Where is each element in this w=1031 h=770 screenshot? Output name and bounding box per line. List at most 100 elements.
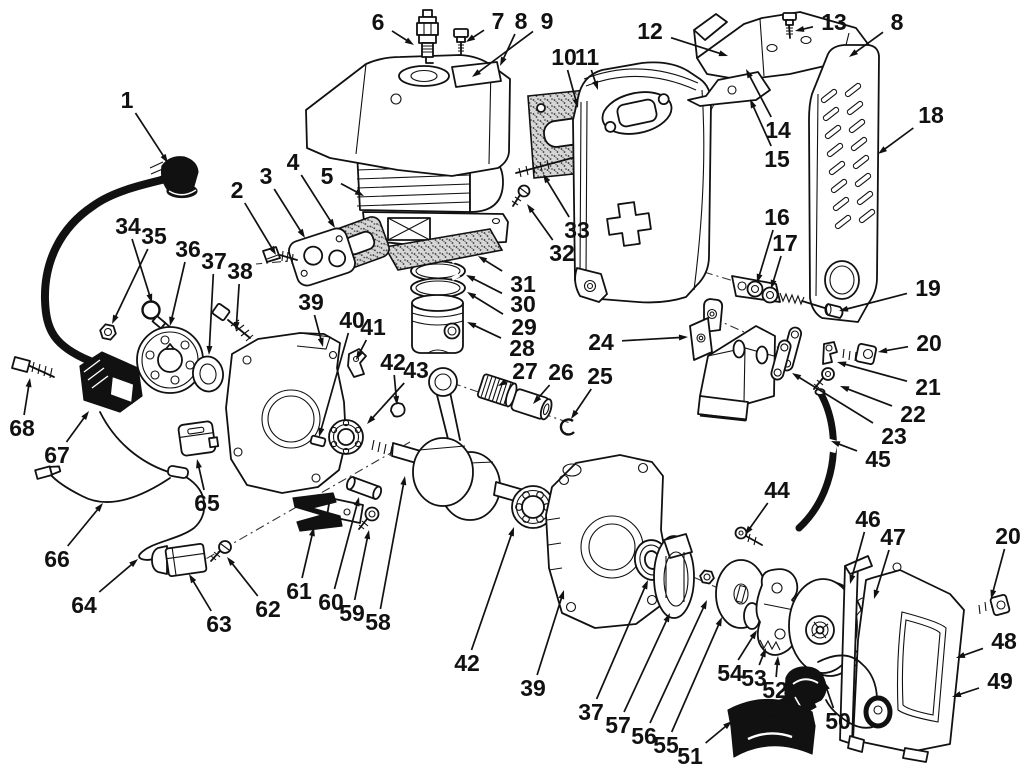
callout-arrowhead [196, 459, 202, 469]
callout-49: 49 [952, 668, 1013, 697]
callout-arrowhead [129, 559, 138, 568]
callout-42: 42 [454, 527, 514, 676]
parts-artwork [11, 9, 1011, 763]
callout-28: 28 [467, 322, 535, 361]
callout-leader-line [470, 532, 513, 651]
callout-64: 64 [71, 559, 138, 618]
callout-leader-line [595, 585, 647, 700]
callout-60: 60 [318, 497, 360, 615]
callout-arrowhead [840, 386, 850, 393]
callout-arrowhead [189, 574, 197, 584]
callout-arrowhead [297, 228, 305, 238]
callout-number: 11 [575, 44, 600, 70]
callout-leader-line [370, 382, 405, 421]
fuel-line [795, 388, 839, 532]
callout-arrowhead [873, 589, 880, 599]
callout-arrowhead [94, 503, 103, 512]
exhaust-flange [601, 91, 673, 135]
callout-number: 31 [510, 271, 536, 297]
callout-arrowhead [160, 153, 168, 163]
callout-67: 67 [44, 411, 89, 468]
callout-arrowhead [227, 557, 235, 566]
callout-leader-line [134, 112, 166, 159]
muffler [572, 61, 712, 304]
callout-arrowhead [478, 256, 488, 264]
spring-bolt [779, 292, 844, 319]
fuel-line-clip [822, 341, 838, 365]
callout-number: 19 [915, 275, 941, 301]
piston [411, 294, 464, 354]
callout-leader-line [472, 323, 502, 339]
callout-leader-line [747, 502, 769, 531]
callout-number: 53 [741, 665, 767, 691]
callout-arrowhead [400, 476, 407, 486]
callout-number: 21 [915, 374, 941, 400]
callout-leader-line [882, 127, 914, 152]
callout-leader-line [853, 31, 884, 55]
callout-arrowhead [169, 316, 175, 326]
callout-number: 41 [360, 314, 386, 340]
callout-arrowhead [364, 530, 371, 540]
intake-manifold [288, 227, 356, 287]
callout-number: 39 [298, 289, 324, 315]
callout-arrowhead [663, 613, 670, 623]
callout-number: 44 [764, 477, 790, 503]
callout-leader-line [796, 375, 874, 424]
wire-clamp [141, 300, 171, 330]
callout-leader-line [230, 561, 259, 597]
engine-mount [689, 298, 776, 422]
callout-number: 23 [881, 423, 907, 449]
callout-leader-line [957, 687, 980, 696]
carburetor-module [177, 420, 220, 457]
callout-4: 4 [287, 149, 335, 228]
ground-strap [292, 492, 364, 532]
callout-number: 65 [194, 490, 220, 516]
coil-mount-bolt [11, 356, 55, 379]
callout-58: 58 [365, 476, 407, 635]
callout-number: 12 [637, 18, 663, 44]
callout-arrowhead [718, 50, 728, 57]
callout-13: 13 [795, 9, 847, 35]
callout-arrowhead [824, 681, 830, 691]
callout-arrowhead [878, 347, 888, 354]
callout-number: 37 [201, 248, 227, 274]
callout-19: 19 [839, 275, 941, 312]
callout-arrowhead [317, 337, 324, 347]
callout-33: 33 [543, 174, 590, 243]
callout-arrowhead [750, 99, 757, 109]
callout-arrowhead [837, 361, 847, 368]
flywheel-nut [99, 323, 117, 341]
ignition-coil [79, 351, 143, 413]
starter-housing [839, 555, 965, 763]
callout-arrowhead [393, 395, 400, 405]
case-screw [358, 506, 380, 530]
callout-arrowhead [367, 415, 376, 424]
callout-number: 16 [764, 204, 790, 230]
callout-leader-line [131, 238, 152, 298]
callout-leader-line [670, 622, 721, 733]
callout-number: 27 [512, 358, 538, 384]
callout-number: 24 [588, 329, 614, 355]
callout-leader-line [470, 276, 503, 295]
callout-52: 52 [762, 656, 788, 703]
callout-number: 17 [772, 230, 798, 256]
callout-leader-line [536, 384, 551, 401]
callout-37: 37 [578, 580, 648, 725]
callout-leader-line [23, 383, 30, 416]
callout-number: 63 [206, 611, 232, 637]
heat-shield [808, 44, 880, 323]
muffler-bracket-arm [687, 71, 771, 107]
callout-arrowhead [792, 373, 802, 381]
callout-18: 18 [878, 102, 944, 154]
callout-number: 46 [855, 506, 881, 532]
callout-number: 37 [578, 699, 604, 725]
callout-leader-line [751, 104, 772, 147]
spark-plug-wire [40, 156, 199, 365]
callout-arrowhead [749, 630, 757, 640]
callout-number: 55 [653, 732, 679, 758]
callout-arrowhead [558, 590, 565, 600]
callout-leader-line [771, 255, 782, 284]
spark-plug [416, 9, 439, 64]
callout-arrowhead [356, 350, 363, 360]
callout-arrowhead [466, 275, 476, 282]
